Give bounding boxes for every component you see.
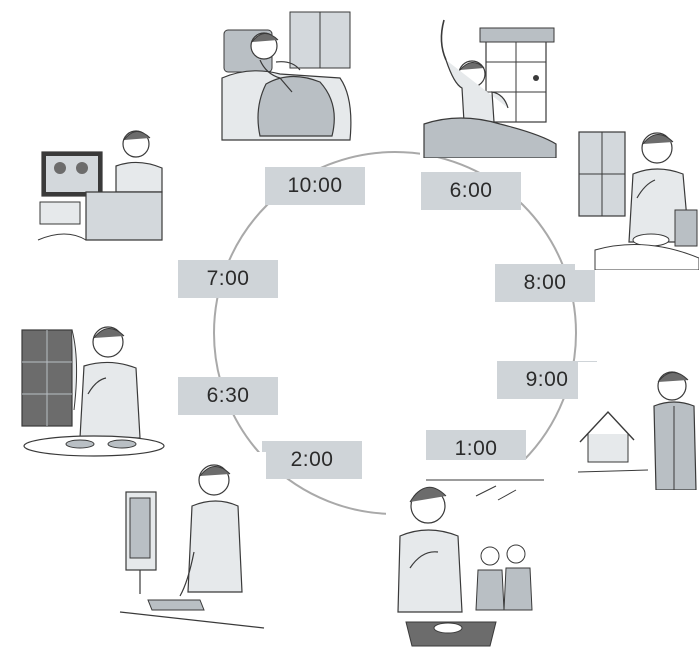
- time-label-10-00: 10:00: [265, 167, 365, 205]
- man-in-bed-illustration: [220, 8, 355, 146]
- man-walking-outside-illustration: [578, 362, 699, 490]
- man-working-computer-illustration: [118, 452, 266, 630]
- time-label-8-00: 8:00: [495, 264, 595, 302]
- time-label-6-00: 6:00: [421, 172, 521, 210]
- man-watching-tv-illustration: [36, 122, 166, 244]
- time-label-7-00: 7:00: [178, 260, 278, 298]
- time-label-2-00: 2:00: [262, 441, 362, 479]
- man-waking-stretching-illustration: [420, 12, 558, 158]
- time-label-6-30: 6:30: [178, 377, 278, 415]
- man-eating-dinner-illustration: [18, 320, 166, 460]
- man-eating-lunch-cafeteria-illustration: [386, 460, 546, 652]
- man-eating-breakfast-illustration: [575, 118, 699, 270]
